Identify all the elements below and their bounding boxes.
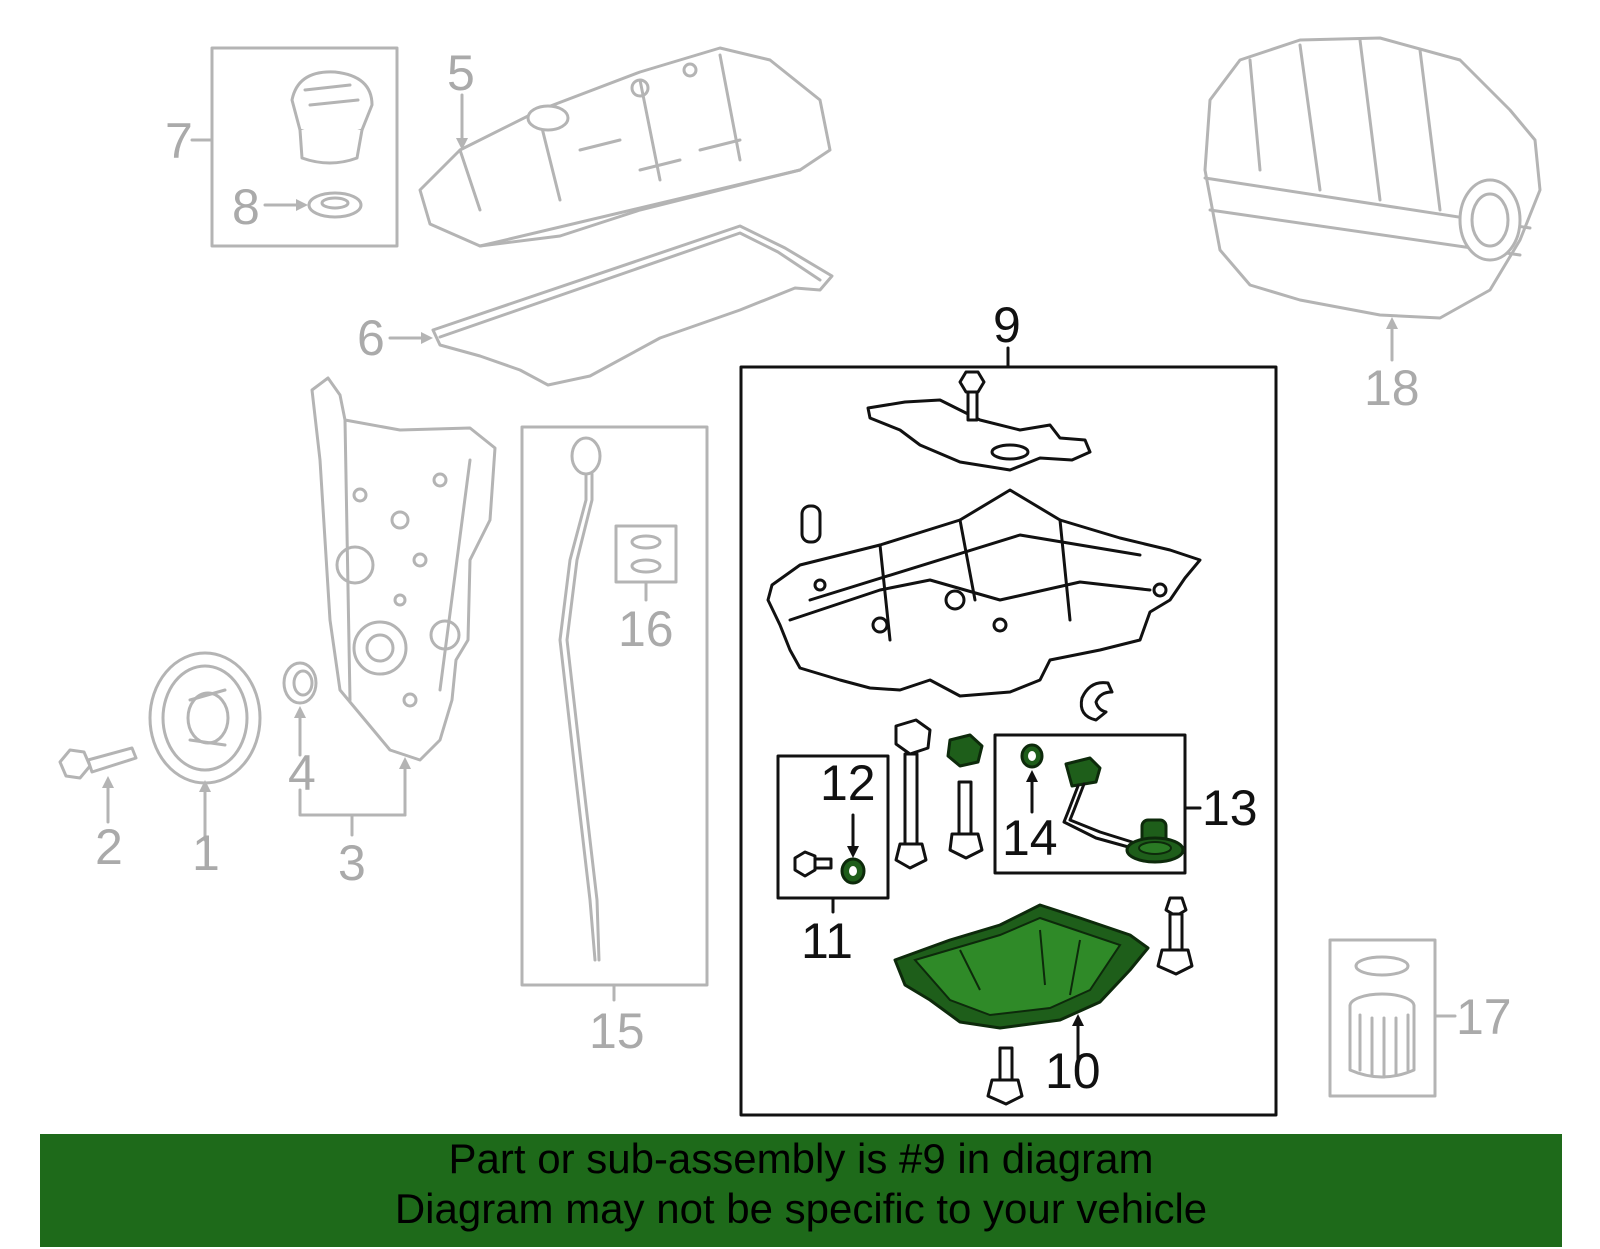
oil-pan-assembly-group: [739, 346, 1278, 1117]
oil-filler-cap-group: [190, 46, 399, 248]
callout-5: 5: [447, 45, 475, 101]
callout-15: 15: [589, 1003, 645, 1059]
callout-9: 9: [993, 297, 1021, 353]
oil-filter-group: [1328, 938, 1457, 1098]
banner-line-1: Part or sub-assembly is #9 in diagram: [448, 1135, 1154, 1182]
valve-cover-gasket: [388, 224, 834, 387]
callout-7: 7: [165, 113, 193, 169]
callout-11: 11: [801, 913, 853, 969]
banner-line-2: Diagram may not be specific to your vehi…: [394, 1185, 1208, 1232]
callout-1: 1: [192, 825, 220, 881]
balancer-bolt: [58, 746, 138, 824]
intake-manifold: [1203, 36, 1542, 362]
timing-cover: [310, 376, 497, 817]
info-banner: Part or sub-assembly is #9 in diagram Di…: [40, 1134, 1562, 1247]
callout-6: 6: [357, 310, 385, 366]
callout-14: 14: [1002, 810, 1058, 866]
callout-2: 2: [95, 819, 123, 875]
callout-13: 13: [1202, 780, 1258, 836]
callout-3: 3: [338, 835, 366, 891]
dipstick-group: [520, 425, 709, 1002]
callout-10: 10: [1045, 1043, 1101, 1099]
callout-16: 16: [618, 601, 674, 657]
callout-8: 8: [232, 179, 260, 235]
harmonic-balancer: [148, 651, 262, 842]
callout-12: 12: [820, 755, 876, 811]
front-crank-seal: [282, 661, 407, 837]
callout-18: 18: [1364, 360, 1420, 416]
callout-17: 17: [1456, 989, 1512, 1045]
valve-cover: [418, 46, 832, 248]
callout-4: 4: [288, 745, 316, 801]
